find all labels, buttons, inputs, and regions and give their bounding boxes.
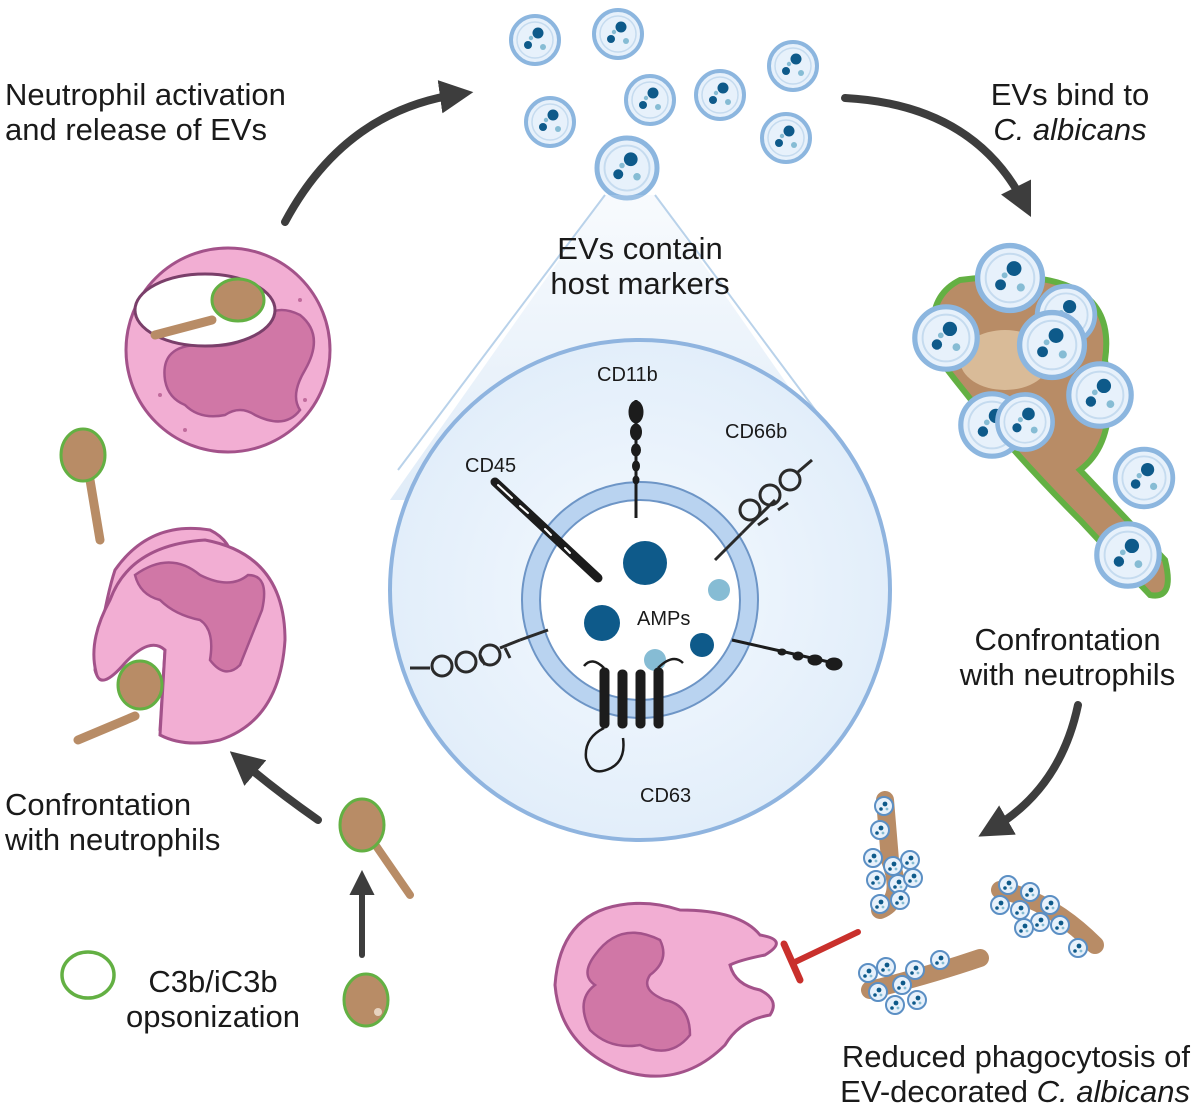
label-cd11b: CD11b bbox=[597, 364, 658, 386]
label-line: Confrontation bbox=[974, 622, 1161, 657]
opsonized-fungus-mid bbox=[338, 797, 414, 899]
decorated-hypha-1 bbox=[863, 791, 923, 919]
label-line: with neutrophils bbox=[5, 821, 221, 857]
amp-particle bbox=[708, 579, 730, 601]
label-line: opsonization bbox=[125, 998, 301, 1034]
decorated-hypha-3 bbox=[858, 949, 989, 1015]
label-evs-contain: EVs contain host markers bbox=[510, 231, 770, 301]
cd45-marker bbox=[490, 477, 603, 583]
label-opsonization: C3b/iC3b opsonization bbox=[118, 964, 308, 1034]
ev-zoom-detail bbox=[388, 194, 892, 842]
label-line: and release of EVs bbox=[5, 111, 267, 147]
released-evs bbox=[509, 8, 819, 198]
neutrophil-nucleus bbox=[133, 561, 266, 673]
neutrophil-lower-left bbox=[73, 526, 287, 745]
label-text: EV-decorated bbox=[840, 1073, 1037, 1108]
opsonin-legend-icon bbox=[60, 950, 116, 1000]
decorated-hypha-2 bbox=[990, 875, 1104, 958]
opsonized-fungus-left bbox=[59, 427, 107, 545]
opsonized-yeast-bottom bbox=[342, 972, 390, 1028]
label-line: Reduced phagocytosis of bbox=[841, 1039, 1190, 1074]
label-line: EVs contain bbox=[557, 231, 723, 266]
label-line: with neutrophils bbox=[959, 656, 1176, 692]
amp-particle bbox=[584, 605, 620, 641]
label-evs-bind: EVs bind to C. albicans bbox=[960, 77, 1180, 147]
curved-arrow-icon bbox=[978, 701, 1082, 837]
label-line: C3b/iC3b bbox=[148, 964, 278, 999]
label-line: EVs bind to bbox=[990, 77, 1150, 112]
curved-arrow-icon bbox=[281, 80, 474, 226]
curved-arrow-icon bbox=[841, 94, 1032, 218]
label-line: Confrontation bbox=[5, 787, 192, 822]
label-confrontation-left: Confrontation with neutrophils bbox=[5, 787, 221, 857]
cycle-arrows bbox=[229, 80, 1082, 958]
label-line: C. albicans bbox=[993, 111, 1147, 147]
neutrophil-top-left bbox=[124, 246, 332, 454]
label-confrontation-right: Confrontation with neutrophils bbox=[940, 622, 1195, 692]
integrin-marker bbox=[731, 638, 843, 671]
ev-decorated-fungus bbox=[915, 246, 1173, 599]
label-cd45: CD45 bbox=[465, 455, 517, 477]
fungus-yeast bbox=[73, 659, 164, 745]
amp-particle bbox=[690, 633, 714, 657]
label-reduced-phagocytosis: Reduced phagocytosis of EV-decorated C. … bbox=[780, 1039, 1190, 1108]
curved-arrow-icon bbox=[229, 751, 322, 824]
fungus-yeast bbox=[150, 277, 266, 340]
label-neutrophil-activation: Neutrophil activation and release of EVs bbox=[5, 77, 286, 147]
label-line: Neutrophil activation bbox=[5, 77, 286, 112]
label-text-italic: C. albicans bbox=[1036, 1073, 1190, 1108]
amp-particle bbox=[623, 541, 667, 585]
amp-particle bbox=[644, 649, 666, 671]
cd11b-marker bbox=[628, 400, 644, 518]
neutrophil-nucleus bbox=[582, 931, 692, 1052]
neutrophil-bottom bbox=[553, 901, 778, 1078]
label-cd63: CD63 bbox=[640, 785, 692, 807]
t-bar-inhibition-icon bbox=[780, 929, 861, 984]
cd63-marker bbox=[583, 657, 684, 773]
label-amps: AMPs bbox=[637, 608, 691, 630]
label-line: host markers bbox=[550, 265, 730, 301]
ig-domain-marker bbox=[410, 628, 549, 678]
label-cd66b: CD66b bbox=[725, 421, 788, 443]
label-line: EV-decorated C. albicans bbox=[780, 1073, 1190, 1108]
cd66b-marker bbox=[713, 458, 813, 562]
